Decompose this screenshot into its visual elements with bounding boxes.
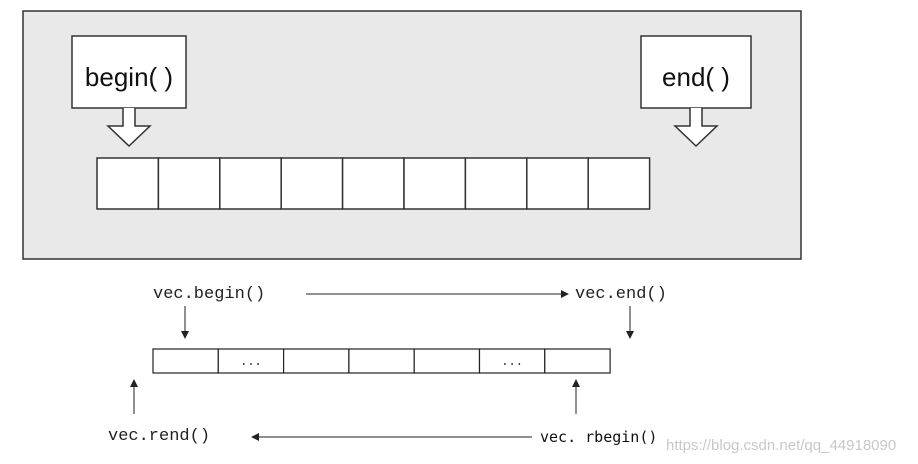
bottom-cell bbox=[413, 348, 481, 374]
ellipsis-label: ... bbox=[240, 354, 262, 368]
top-cell bbox=[341, 157, 405, 210]
begin-label: begin( ) bbox=[85, 62, 173, 92]
bottom-cell bbox=[544, 348, 611, 374]
bottom-cell bbox=[152, 348, 219, 374]
watermark-text: https://blog.csdn.net/qq_44918090 bbox=[666, 437, 896, 454]
ellipsis-label: ... bbox=[501, 354, 523, 368]
end-label: end( ) bbox=[662, 62, 730, 92]
bottom-cell bbox=[348, 348, 415, 374]
top-cell bbox=[219, 157, 282, 210]
vec-rend-label: vec.rend() bbox=[108, 427, 210, 446]
top-cell bbox=[526, 157, 589, 210]
top-cell bbox=[464, 157, 528, 210]
vec-rbegin-label: vec. rbegin() bbox=[540, 428, 657, 446]
top-cell bbox=[96, 157, 160, 210]
end-box bbox=[640, 35, 752, 109]
bottom-cell bbox=[217, 348, 285, 374]
bottom-cell bbox=[478, 348, 546, 374]
top-cells bbox=[96, 157, 651, 210]
end-arrow-icon bbox=[673, 108, 719, 148]
top-cell bbox=[280, 157, 344, 210]
vec-begin-label: vec.begin() bbox=[153, 285, 265, 304]
top-cell bbox=[587, 157, 651, 210]
top-cell bbox=[403, 157, 467, 210]
vec-end-label: vec.end() bbox=[575, 285, 667, 304]
top-cell bbox=[157, 157, 221, 210]
bottom-cell bbox=[283, 348, 350, 374]
begin-box bbox=[71, 35, 187, 109]
bottom-cells: ...... bbox=[152, 348, 611, 374]
begin-arrow-icon bbox=[106, 108, 152, 148]
